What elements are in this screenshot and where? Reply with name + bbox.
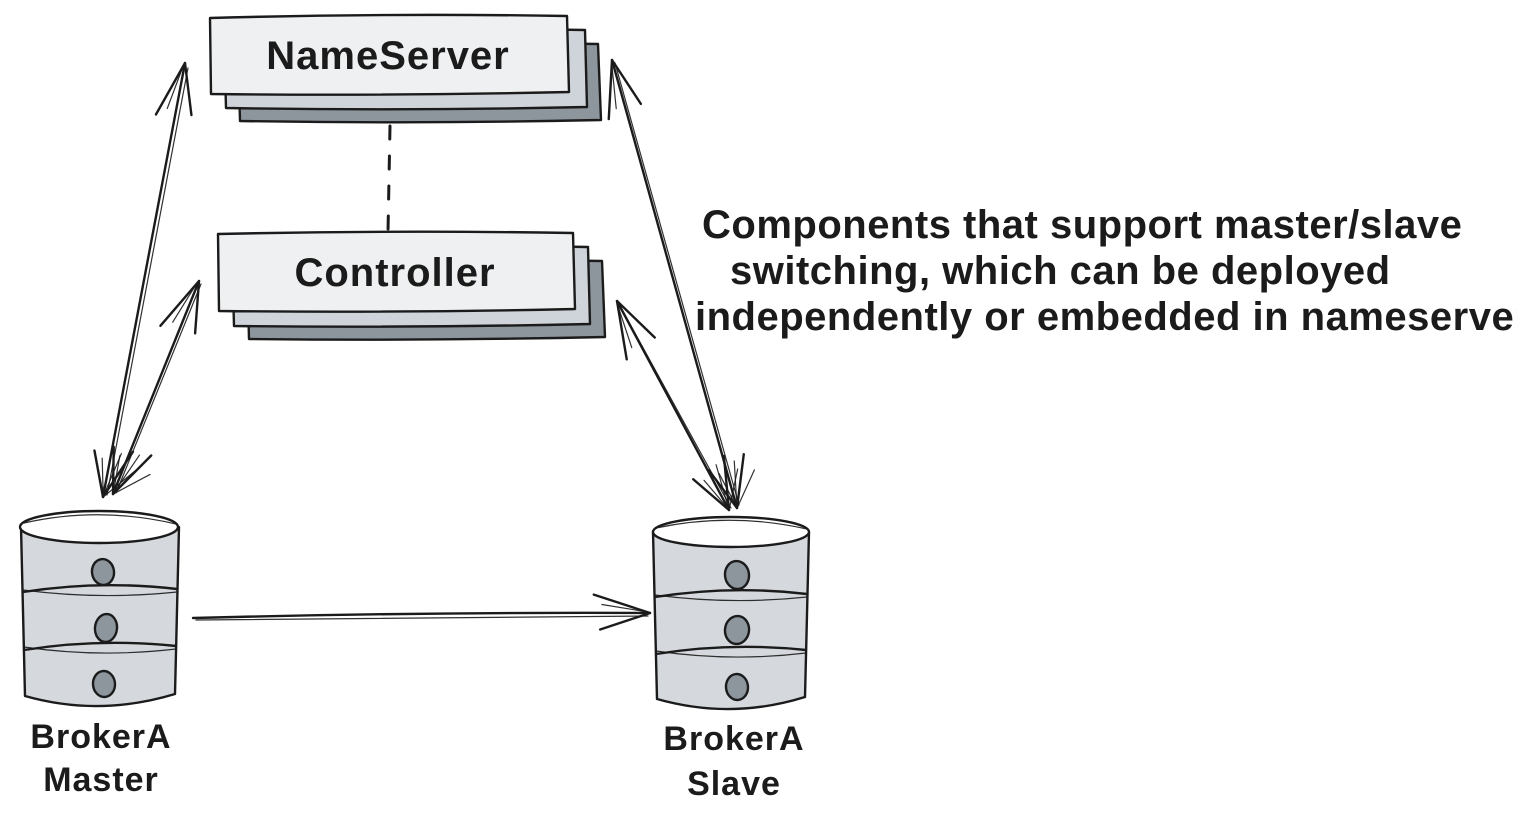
edge-slave-controller bbox=[599, 292, 754, 520]
broker-master-name: BrokerA bbox=[30, 718, 171, 756]
cylinder-top bbox=[18, 509, 180, 545]
controller-node: Controller bbox=[216, 230, 607, 341]
edge-master-controller bbox=[96, 272, 216, 506]
edge-nameserver-controller-dashed bbox=[386, 124, 392, 234]
cylinder-top bbox=[651, 515, 811, 549]
controller-label: Controller bbox=[294, 251, 495, 295]
knob-icon bbox=[724, 672, 750, 702]
knob-icon bbox=[93, 612, 119, 644]
nameserver-label: NameServer bbox=[266, 34, 510, 78]
annotation-text: Components that support master/slave swi… bbox=[695, 203, 1517, 339]
card-front-layer bbox=[216, 230, 577, 313]
dashed-link-line bbox=[386, 124, 392, 234]
broker-slave-node: BrokerA Slave bbox=[651, 515, 811, 803]
knob-icon bbox=[723, 559, 751, 591]
edge-master-slave bbox=[191, 592, 652, 631]
broker-master-node: BrokerA Master bbox=[18, 509, 181, 799]
annotation-line-2: switching, which can be deployed bbox=[730, 249, 1391, 293]
knob-icon bbox=[90, 557, 116, 587]
broker-slave-name: BrokerA bbox=[663, 720, 804, 758]
arrowhead-up-icon bbox=[159, 272, 216, 341]
nameserver-node: NameServer bbox=[208, 13, 603, 124]
annotation-line-3: independently or embedded in nameserver bbox=[695, 295, 1517, 339]
annotation-line-1: Components that support master/slave bbox=[702, 203, 1462, 247]
arrowhead-up-icon bbox=[154, 58, 202, 123]
arrowhead-up-icon bbox=[599, 292, 659, 361]
card-front-layer bbox=[208, 13, 571, 96]
edge-master-nameserver bbox=[85, 58, 202, 504]
broker-slave-role: Slave bbox=[687, 765, 781, 803]
broker-master-role: Master bbox=[43, 761, 159, 799]
edge-slave-nameserver bbox=[592, 54, 765, 514]
knob-icon bbox=[91, 669, 117, 699]
knob-icon bbox=[723, 614, 751, 646]
